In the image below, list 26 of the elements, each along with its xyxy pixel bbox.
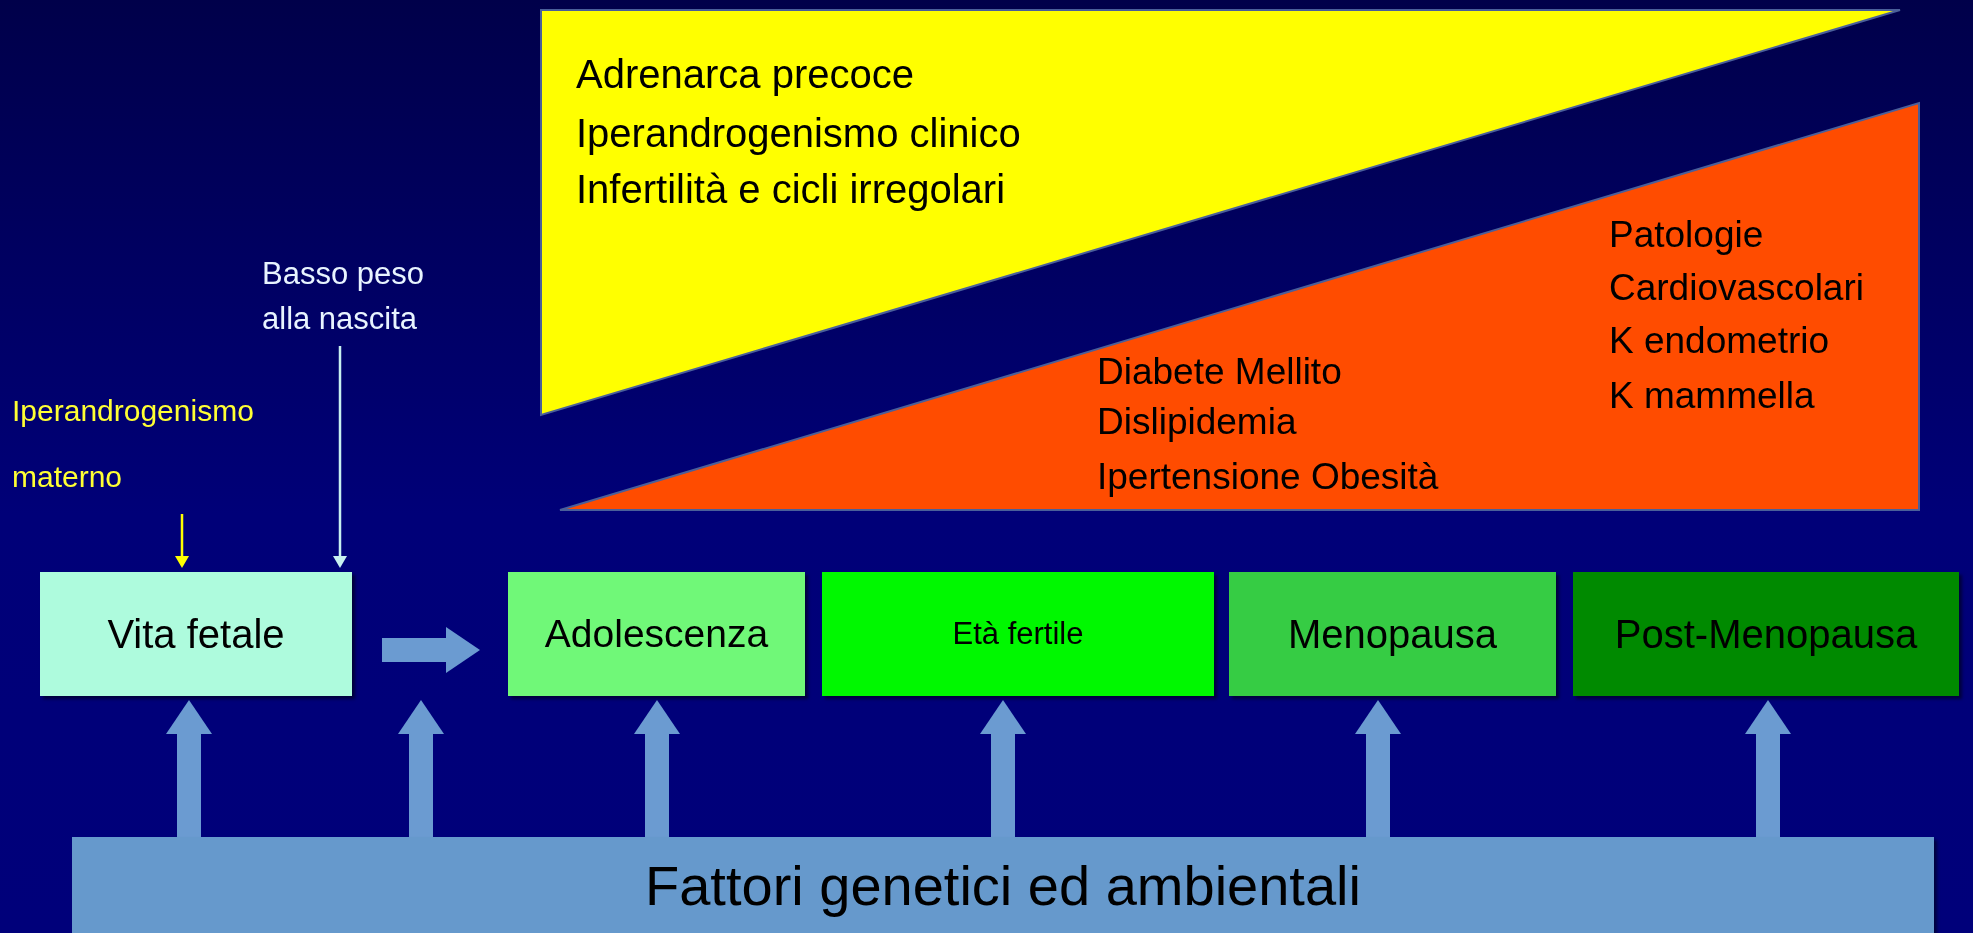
- factor-label: Iperandrogenismo materno: [12, 393, 255, 495]
- life-stage-box: Adolescenza: [508, 572, 805, 696]
- life-stage-box: Menopausa: [1229, 572, 1556, 696]
- arrow: [333, 346, 347, 568]
- life-stage-box: Vita fetale: [40, 572, 352, 696]
- factor-bar: Fattori genetici ed ambientali: [72, 837, 1934, 933]
- condition-text: Iperandrogenismo clinico: [576, 110, 1021, 157]
- condition-text: Adrenarca precoce: [576, 51, 914, 98]
- condition-text: Patologie Cardiovascolari: [1609, 213, 1865, 310]
- block-arrow: [166, 700, 212, 837]
- condition-text: Dislipidemia: [1097, 400, 1297, 444]
- block-arrow: [398, 700, 444, 837]
- block-arrow: [1355, 700, 1401, 837]
- life-stage-box: Età fertile: [822, 572, 1214, 696]
- block-arrow: [980, 700, 1026, 837]
- condition-text: K endometrio: [1609, 319, 1830, 363]
- life-stage-box: Post-Menopausa: [1573, 572, 1959, 696]
- condition-text: K mammella: [1609, 374, 1815, 418]
- condition-text: Infertilità e cicli irregolari: [576, 166, 1006, 213]
- block-arrow: [382, 627, 480, 673]
- condition-text: Ipertensione Obesità: [1097, 455, 1439, 499]
- arrow: [175, 514, 189, 568]
- block-arrow: [634, 700, 680, 837]
- block-arrow: [1745, 700, 1791, 837]
- factor-label: Basso peso alla nascita: [262, 255, 425, 338]
- condition-text: Diabete Mellito: [1097, 350, 1342, 394]
